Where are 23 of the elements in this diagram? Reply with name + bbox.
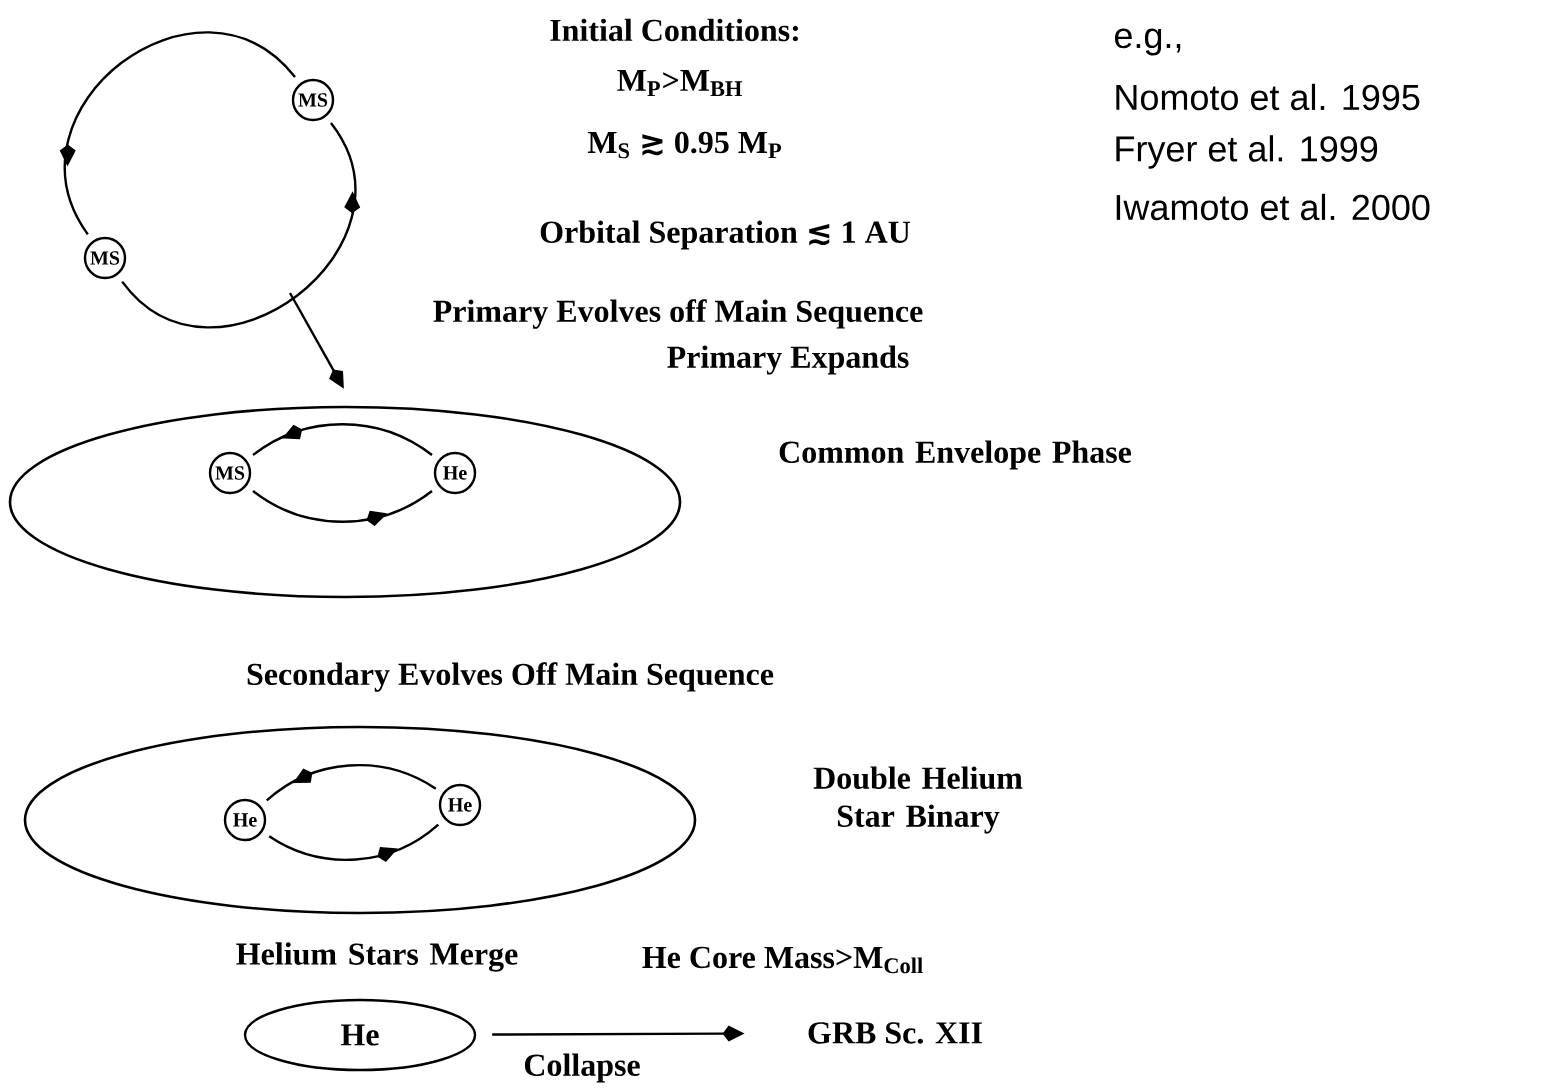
citation-text: e.g.,	[1114, 28, 1181, 56]
condition-text: M$_{P}$>M$_{BH}$	[617, 69, 742, 97]
condition-text: Primary Expands	[667, 345, 909, 375]
condition-text: He Core Mass>M$_{Coll}$	[642, 946, 923, 974]
edge-label: Collapse	[521, 1051, 643, 1085]
condition-text: M$_{S}$ ≳ 0.95 M$_{P}$	[587, 131, 782, 159]
orbit-arrow	[252, 490, 433, 526]
orbit-arrow	[265, 764, 437, 802]
citation-text: Nomoto et al. 1995	[1116, 83, 1420, 111]
condition-text: Orbital Separation ≲ 1 AU	[540, 220, 911, 250]
phase-label: Helium Stars Merge	[236, 942, 518, 972]
phase-label: Double Helium Star Binary	[813, 766, 1023, 834]
condition-text: Secondary Evolves Off Main Sequence	[247, 662, 774, 692]
outcome-label: GRB Sc. XII	[808, 1022, 982, 1044]
orbit-arrow	[268, 823, 440, 862]
orbit-arrow	[252, 423, 433, 456]
envelope-ellipse	[8, 405, 682, 599]
citation-text: Iwamoto et al. 2000	[1116, 193, 1430, 221]
phase-label: Common Envelope Phase	[779, 440, 1132, 470]
condition-text: Primary Evolves off Main Sequence	[433, 299, 923, 329]
citation-text: Fryer et al. 1999	[1116, 135, 1378, 169]
envelope-ellipse	[23, 725, 697, 915]
condition-text: Initial Conditions:	[550, 18, 798, 42]
